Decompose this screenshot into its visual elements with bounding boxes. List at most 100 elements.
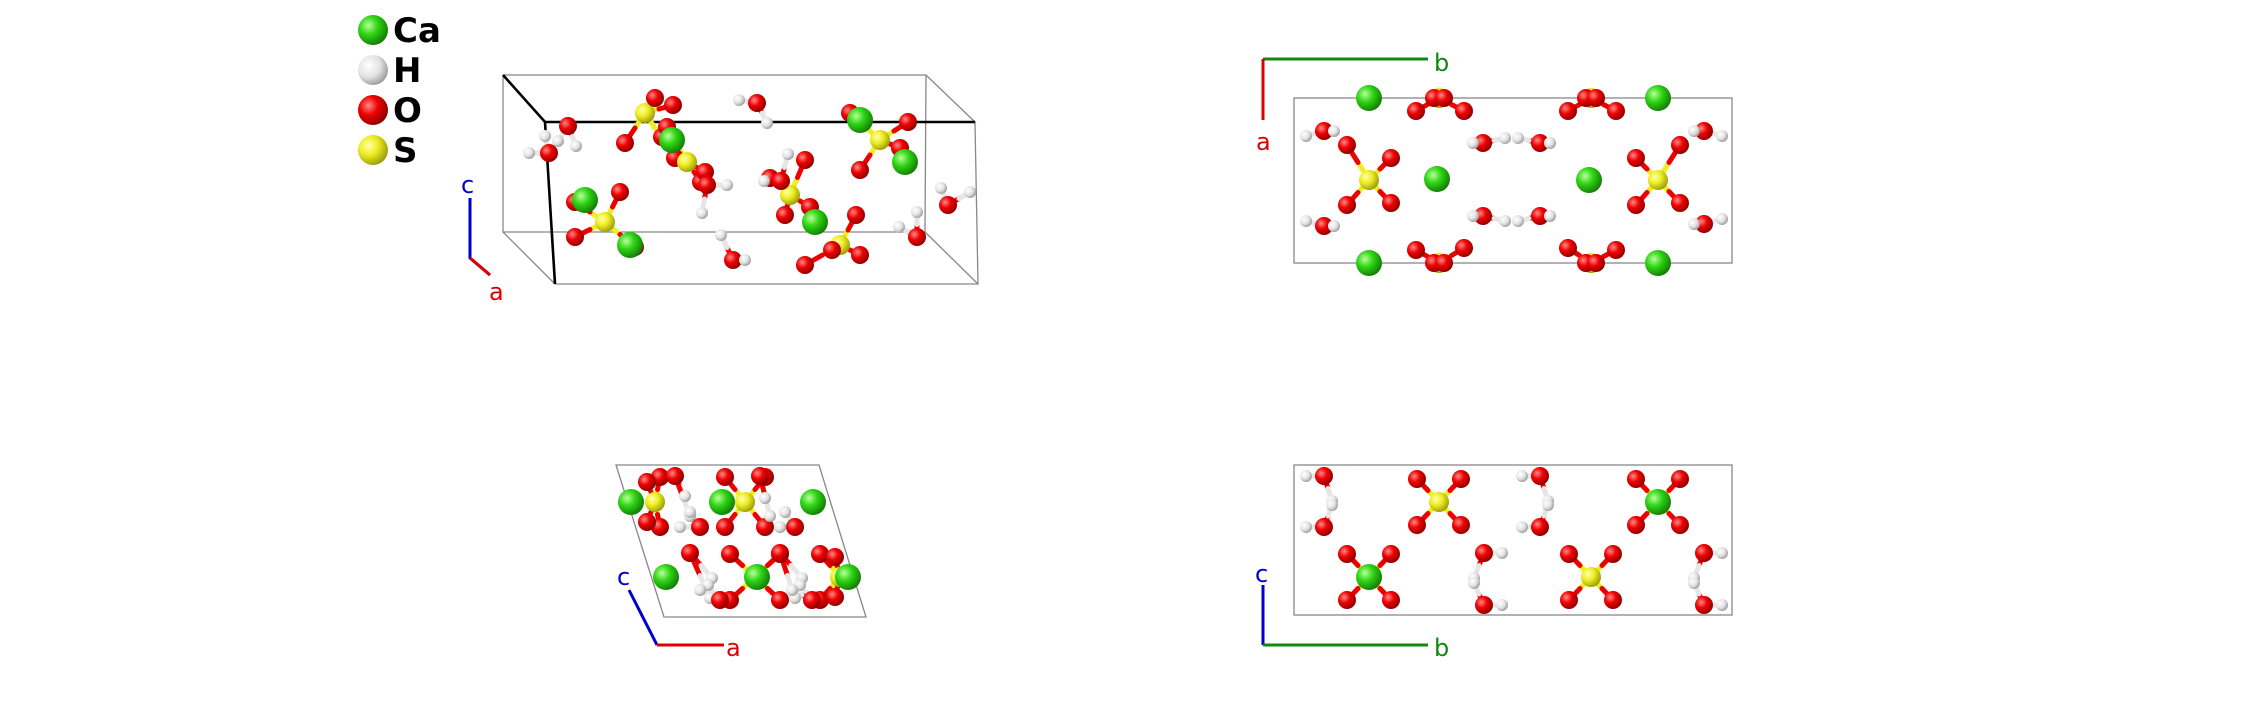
oxygen-atom	[751, 467, 769, 485]
sulfur-atom	[780, 185, 800, 205]
hydrogen-atom	[674, 521, 686, 533]
oxygen-atom	[796, 256, 814, 274]
oxygen-atom	[786, 518, 804, 536]
hydrogen-atom	[1516, 470, 1528, 482]
oxygen-atom	[811, 545, 829, 563]
hydrogen-atom	[893, 221, 905, 233]
view-perspective: c a	[461, 74, 979, 306]
hydrogen-atom	[761, 117, 773, 129]
oxygen-atom	[1435, 254, 1453, 272]
oxygen-atom	[691, 518, 709, 536]
oxygen-atom	[1382, 591, 1400, 609]
oxygen-atom	[1338, 545, 1356, 563]
axis-indicator: c a	[461, 171, 504, 306]
oxygen-atom	[1560, 591, 1578, 609]
oxygen-atom	[724, 251, 742, 269]
calcium-atom	[1356, 85, 1382, 111]
sulfur-atom	[645, 492, 665, 512]
legend-label-s: S	[393, 131, 418, 171]
hydrogen-atom	[774, 521, 786, 533]
oxygen-atom	[1627, 470, 1645, 488]
oxygen-atom	[748, 94, 766, 112]
hydrogen-atom	[1300, 130, 1312, 142]
calcium-atom	[1424, 166, 1450, 192]
hydrogen-atom	[779, 506, 791, 518]
hydrogen-atom	[739, 254, 751, 266]
hydrogen-atom	[1328, 220, 1340, 232]
oxygen-atom	[796, 151, 814, 169]
oxygen-atom	[851, 246, 869, 264]
oxygen-atom	[771, 544, 789, 562]
hydrogen-atom	[694, 584, 706, 596]
hydrogen-atom	[911, 206, 923, 218]
hydrogen-atom	[1716, 547, 1728, 559]
oxygen-atom	[776, 206, 794, 224]
legend-label-ca: Ca	[393, 11, 441, 51]
oxygen-atom	[616, 134, 634, 152]
oxygen-atom	[803, 591, 821, 609]
oxygen-atom	[1627, 196, 1645, 214]
oxygen-atom	[1435, 89, 1453, 107]
calcium-atom	[1356, 250, 1382, 276]
axis-label-b: b	[1434, 49, 1449, 77]
oxygen-atom	[1475, 544, 1493, 562]
calcium-atom	[618, 489, 644, 515]
oxygen-atom	[756, 518, 774, 536]
hydrogen-atom	[1467, 137, 1479, 149]
oxygen-atom	[638, 473, 656, 491]
oxygen-atom	[772, 172, 790, 190]
oxygen-atom	[1587, 89, 1605, 107]
oxygen-atom	[1474, 207, 1492, 225]
sulfur-atom	[677, 152, 697, 172]
oxygen-atom	[1315, 518, 1333, 536]
calcium-atom	[709, 489, 735, 515]
oxygen-atom	[1382, 194, 1400, 212]
hydrogen-atom	[786, 584, 798, 596]
oxygen-atom	[1671, 470, 1689, 488]
hydrogen-atom	[964, 186, 976, 198]
oxygen-atom	[1315, 467, 1333, 485]
hydrogen-atom	[1300, 215, 1312, 227]
oxygen-atom	[1607, 241, 1625, 259]
oxygen-atom	[1607, 102, 1625, 120]
calcium-atom	[892, 149, 918, 175]
oxygen-atom	[1531, 207, 1549, 225]
hydrogen-atom	[1512, 215, 1524, 227]
axis-label-c: c	[617, 563, 630, 591]
oxygen-atom	[1474, 134, 1492, 152]
oxygen-atom	[1382, 545, 1400, 563]
hydrogen-atom	[696, 207, 708, 219]
unit-cell-frame	[1293, 464, 1733, 616]
calcium-atom	[800, 489, 826, 515]
unit-cell-frame	[502, 74, 979, 285]
oxygen-atom	[716, 468, 734, 486]
ca-swatch-icon	[358, 15, 388, 45]
oxygen-atom	[540, 144, 558, 162]
view-top-right: b a	[1256, 49, 1733, 276]
legend-label-h: H	[393, 51, 421, 91]
hydrogen-atom	[1326, 499, 1338, 511]
atoms-layer	[523, 89, 976, 274]
hydrogen-atom	[570, 140, 582, 152]
sulfur-atom	[735, 492, 755, 512]
hydrogen-atom	[721, 179, 733, 191]
oxygen-atom	[566, 228, 584, 246]
oxygen-atom	[1408, 516, 1426, 534]
oxygen-atom	[1627, 516, 1645, 534]
atoms-layer	[1300, 85, 1728, 276]
hydrogen-atom	[1544, 210, 1556, 222]
oxygen-atom	[721, 545, 739, 563]
legend: Ca H O S	[358, 11, 441, 171]
axis-label-c: c	[461, 171, 474, 199]
hydrogen-atom	[1300, 521, 1312, 533]
sulfur-atom	[595, 212, 615, 232]
oxygen-atom	[1559, 239, 1577, 257]
legend-label-o: O	[393, 91, 422, 131]
oxygen-atom	[1315, 122, 1333, 140]
hydrogen-atom	[1499, 132, 1511, 144]
hydrogen-atom	[1688, 577, 1700, 589]
calcium-atom	[744, 564, 770, 590]
oxygen-atom	[1627, 149, 1645, 167]
hydrogen-atom	[1496, 547, 1508, 559]
